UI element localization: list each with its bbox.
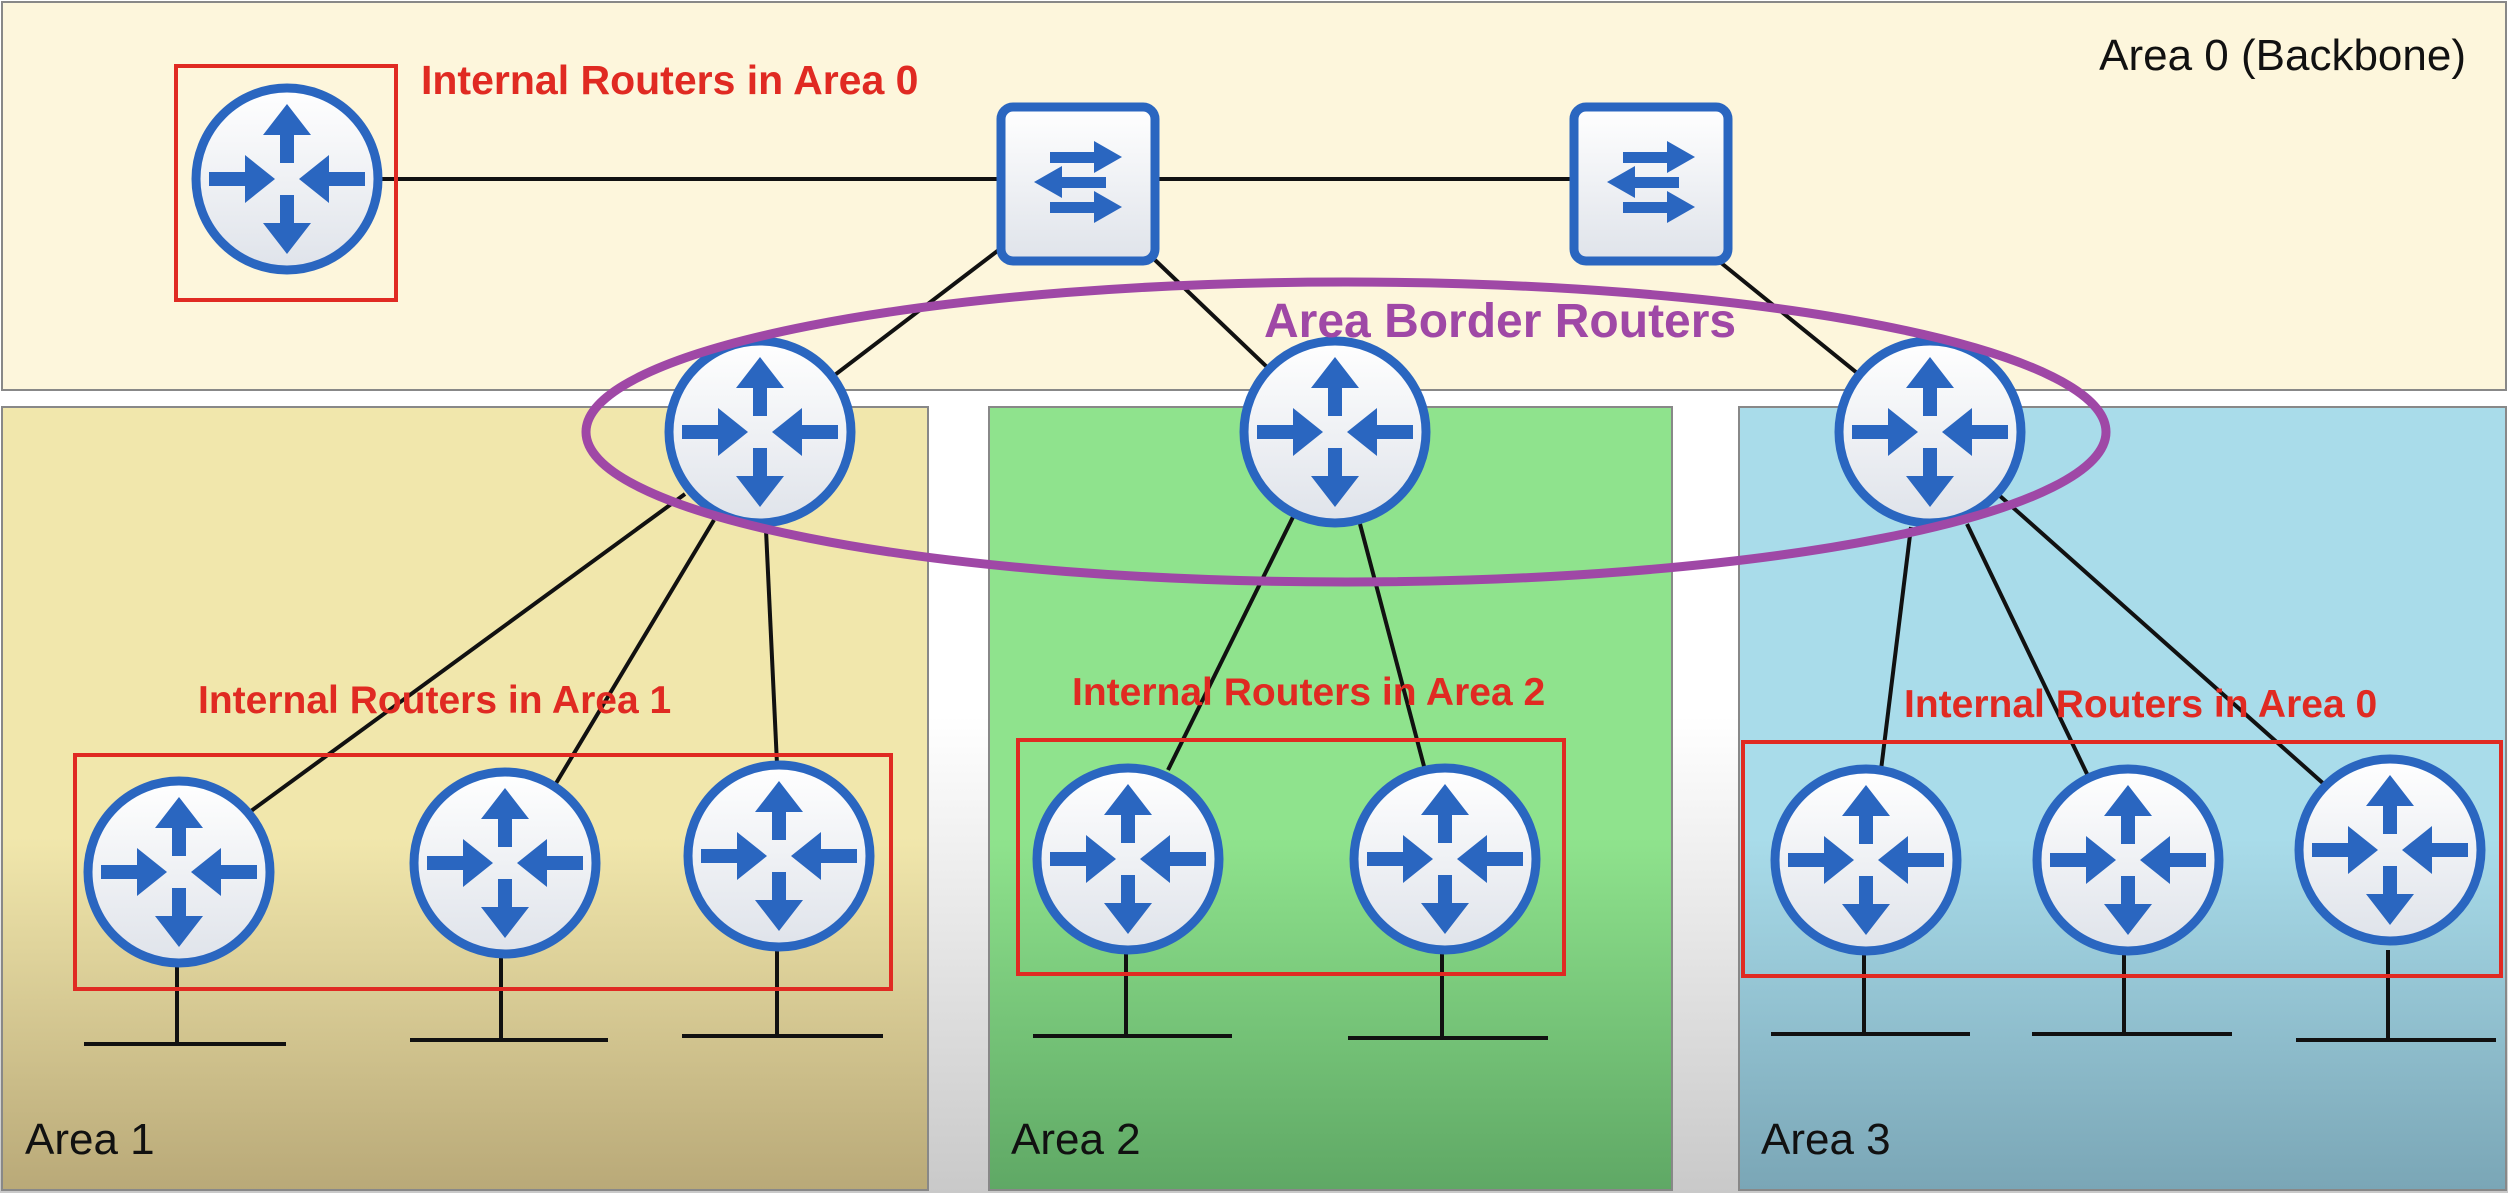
router-icon[interactable] [688, 765, 870, 947]
router-icon[interactable] [669, 341, 851, 523]
router-icon[interactable] [414, 772, 596, 954]
router-icon[interactable] [1244, 341, 1426, 523]
router-icon[interactable] [1839, 341, 2021, 523]
area-0-backbone-region [1, 1, 2507, 391]
router-icon[interactable] [2299, 759, 2481, 941]
highlight-box-area2-internal [1016, 738, 1566, 976]
callout-internal-routers-area0-top: Internal Routers in Area 0 [421, 57, 918, 103]
lan-segment-icon [1033, 950, 1232, 1038]
switch-icon[interactable] [1574, 107, 1728, 261]
highlight-box-area1-internal [73, 753, 893, 991]
lan-segment-icon [1771, 950, 1970, 1036]
area-0-label: Area 0 (Backbone) [2099, 31, 2466, 80]
lan-segment-icon [84, 960, 286, 1046]
link-abr1-area1-r2 [553, 518, 716, 787]
area-1-label: Area 1 [25, 1115, 155, 1164]
area-2-label: Area 2 [1011, 1115, 1141, 1164]
highlight-box-area0-internal [174, 64, 398, 302]
link-abr3-area3-r1 [1879, 526, 1913, 771]
link-abr3-area3-r3 [1998, 494, 2327, 787]
lan-segment-icon [682, 948, 883, 1038]
router-icon[interactable] [196, 88, 378, 270]
router-icon[interactable] [1354, 768, 1536, 950]
switch-icon[interactable] [1001, 107, 1155, 261]
router-icon[interactable] [1775, 769, 1957, 951]
callout-area-border-routers: Area Border Routers [1264, 295, 1736, 348]
router-icon[interactable] [1037, 768, 1219, 950]
link-abr1-area1-r3 [764, 529, 779, 765]
area-border-routers-ellipse [581, 277, 2111, 587]
callout-internal-routers-area2: Internal Routers in Area 2 [1072, 671, 1545, 714]
link-abr2-area2-r1 [1166, 516, 1295, 771]
callout-internal-routers-area1: Internal Routers in Area 1 [198, 679, 671, 722]
lan-segment-icon [410, 955, 608, 1042]
lan-segment-icon [2032, 950, 2232, 1036]
link-abr3-area3-r2 [1965, 523, 2090, 777]
lan-segment-icon [1348, 950, 1548, 1040]
lan-segment-icon [2296, 950, 2496, 1042]
link-abr1-area1-r1 [223, 492, 687, 832]
router-icon[interactable] [88, 781, 270, 963]
highlight-box-area3-internal [1741, 740, 2503, 978]
link-abr2-area2-r2 [1358, 523, 1427, 771]
callout-internal-routers-area3: Internal Routers in Area 0 [1904, 683, 2377, 726]
router-icon[interactable] [2037, 769, 2219, 951]
area-3-label: Area 3 [1761, 1115, 1891, 1164]
